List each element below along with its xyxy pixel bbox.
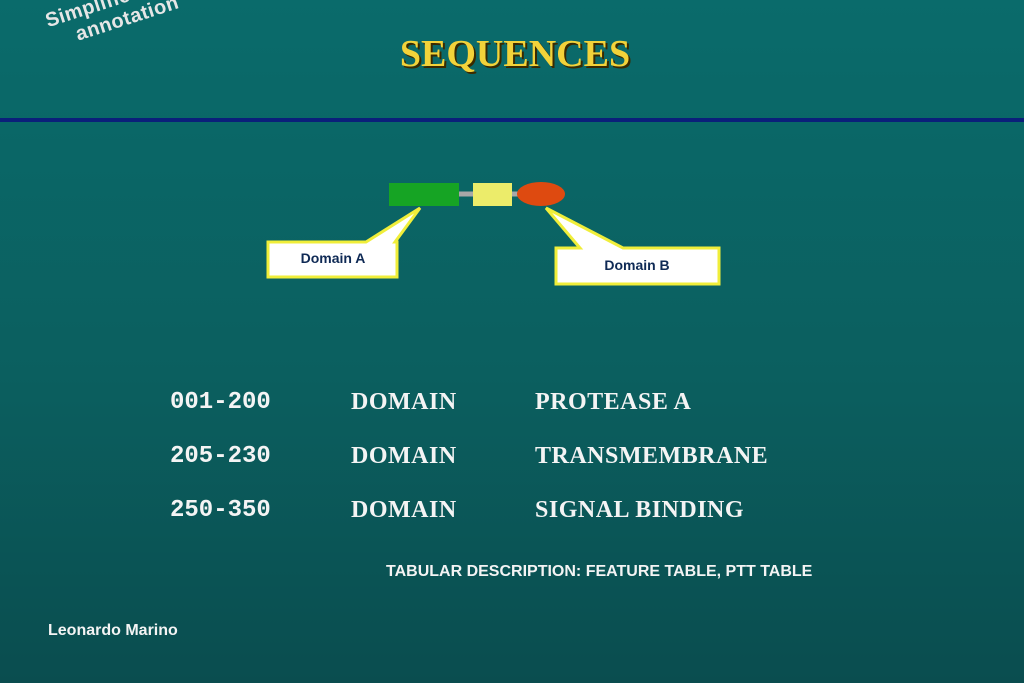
row-type: DOMAIN: [351, 388, 457, 415]
domain-red-ellipse: [517, 182, 565, 206]
row-type: DOMAIN: [351, 496, 457, 523]
row-range: 205-230: [170, 442, 271, 470]
title-divider: [0, 118, 1024, 122]
row-name: TRANSMEMBRANE: [535, 442, 769, 469]
slide-title: SEQUENCES: [399, 33, 631, 75]
callout-a-label: Domain A: [301, 250, 366, 266]
callout-a-box: [266, 206, 422, 279]
row-name: PROTEASE A: [535, 388, 692, 415]
row-range: 001-200: [170, 388, 271, 416]
feature-table: 001-200 DOMAIN PROTEASE A 205-230 DOMAIN…: [170, 375, 768, 537]
table-row: 001-200 DOMAIN PROTEASE A: [170, 375, 768, 429]
row-range: 250-350: [170, 496, 271, 524]
callout-b-label: Domain B: [604, 257, 669, 273]
row-type: DOMAIN: [351, 442, 457, 469]
author-name: Leonardo Marino: [48, 622, 178, 639]
table-caption: TABULAR DESCRIPTION: FEATURE TABLE, PTT …: [386, 563, 813, 580]
table-row: 250-350 DOMAIN SIGNAL BINDING: [170, 483, 768, 537]
table-row: 205-230 DOMAIN TRANSMEMBRANE: [170, 429, 768, 483]
row-name: SIGNAL BINDING: [535, 496, 745, 523]
domain-green-box: [389, 183, 459, 206]
domain-yellow-box: [473, 183, 512, 206]
callout-b-box: [544, 206, 721, 286]
